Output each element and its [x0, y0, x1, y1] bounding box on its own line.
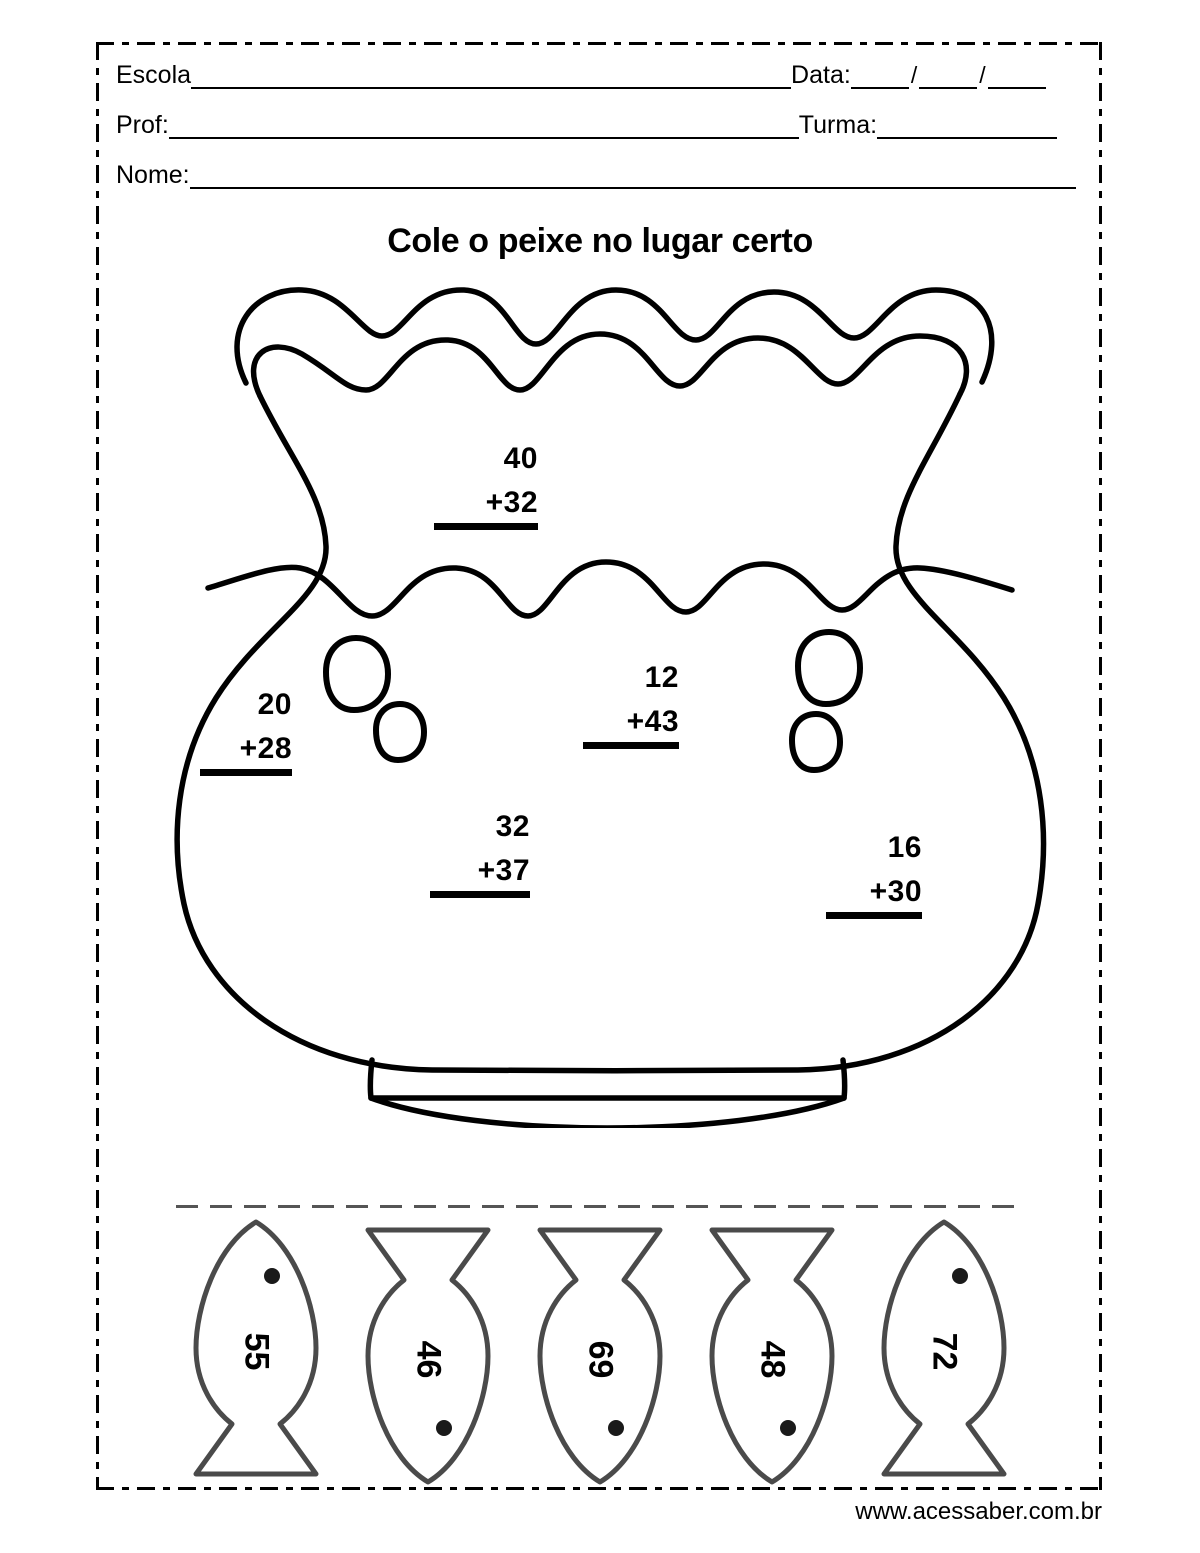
teacher-field-row: Prof: Turma: — [116, 111, 1058, 139]
problem-2-addend1: 20 — [257, 688, 292, 721]
school-input-line[interactable] — [191, 65, 792, 89]
date-separator-1: / — [910, 62, 918, 88]
fish-cutout-5[interactable]: 72 — [864, 1212, 1024, 1492]
date-year-line[interactable] — [987, 65, 1046, 89]
site-url: www.acessaber.com.br — [855, 1498, 1102, 1525]
class-label: Turma: — [798, 111, 878, 139]
student-name-field-row: Nome: — [116, 162, 1076, 189]
problem-5-addend2: +30 — [869, 875, 922, 908]
teacher-input-line[interactable] — [168, 115, 799, 139]
problem-3-rule — [583, 742, 679, 749]
student-name-label: Nome: — [116, 161, 190, 189]
fishbowl-illustration — [150, 278, 1070, 1128]
problem-4-addend2: +37 — [477, 854, 530, 887]
problem-2: 20 +28 — [200, 690, 292, 776]
border-top — [96, 42, 1102, 45]
problem-5-rule — [826, 912, 922, 919]
teacher-label: Prof: — [116, 111, 169, 139]
date-separator-2: / — [979, 62, 986, 88]
problem-3-addend1: 12 — [644, 661, 679, 694]
date-month-line[interactable] — [919, 65, 978, 89]
problem-5-addend1: 16 — [887, 831, 922, 864]
fish-number-3: 69 — [581, 1340, 620, 1379]
border-bottom — [96, 1487, 1102, 1490]
student-name-input-line[interactable] — [189, 165, 1076, 189]
problem-3-addend2: +43 — [626, 705, 679, 738]
school-label: Escola — [116, 61, 192, 89]
cut-line — [176, 1205, 1026, 1208]
problem-3: 12 +43 — [583, 663, 679, 749]
fish-number-1: 55 — [237, 1332, 276, 1371]
problem-1: 40 +32 — [434, 444, 538, 530]
class-input-line[interactable] — [877, 115, 1058, 139]
problem-1-addend2: +32 — [485, 486, 538, 519]
fish-cutout-4[interactable]: 48 — [692, 1212, 852, 1492]
fish-cutout-2[interactable]: 46 — [348, 1212, 508, 1492]
fish-number-4: 48 — [753, 1340, 792, 1379]
problem-2-addend2: +28 — [239, 732, 292, 765]
date-label: Data: — [791, 61, 851, 89]
border-left — [96, 42, 99, 1490]
problem-4-rule — [430, 891, 530, 898]
problem-1-rule — [434, 523, 538, 530]
page-title: Cole o peixe no lugar certo — [387, 222, 813, 260]
fish-cutout-3[interactable]: 69 — [520, 1212, 680, 1492]
date-day-line[interactable] — [850, 65, 909, 89]
border-right — [1099, 42, 1102, 1490]
problem-2-rule — [200, 769, 292, 776]
problem-1-addend1: 40 — [503, 442, 538, 475]
problem-4: 32 +37 — [430, 812, 530, 898]
fish-number-2: 46 — [409, 1340, 448, 1379]
school-field-row: Escola Data: / / — [116, 62, 1046, 89]
problem-4-addend1: 32 — [495, 810, 530, 843]
fish-number-5: 72 — [925, 1332, 964, 1371]
page-border — [96, 42, 1102, 1490]
problem-5: 16 +30 — [826, 833, 922, 919]
fish-cutouts: 55 46 69 — [160, 1212, 1060, 1492]
fish-cutout-1[interactable]: 55 — [176, 1212, 336, 1492]
